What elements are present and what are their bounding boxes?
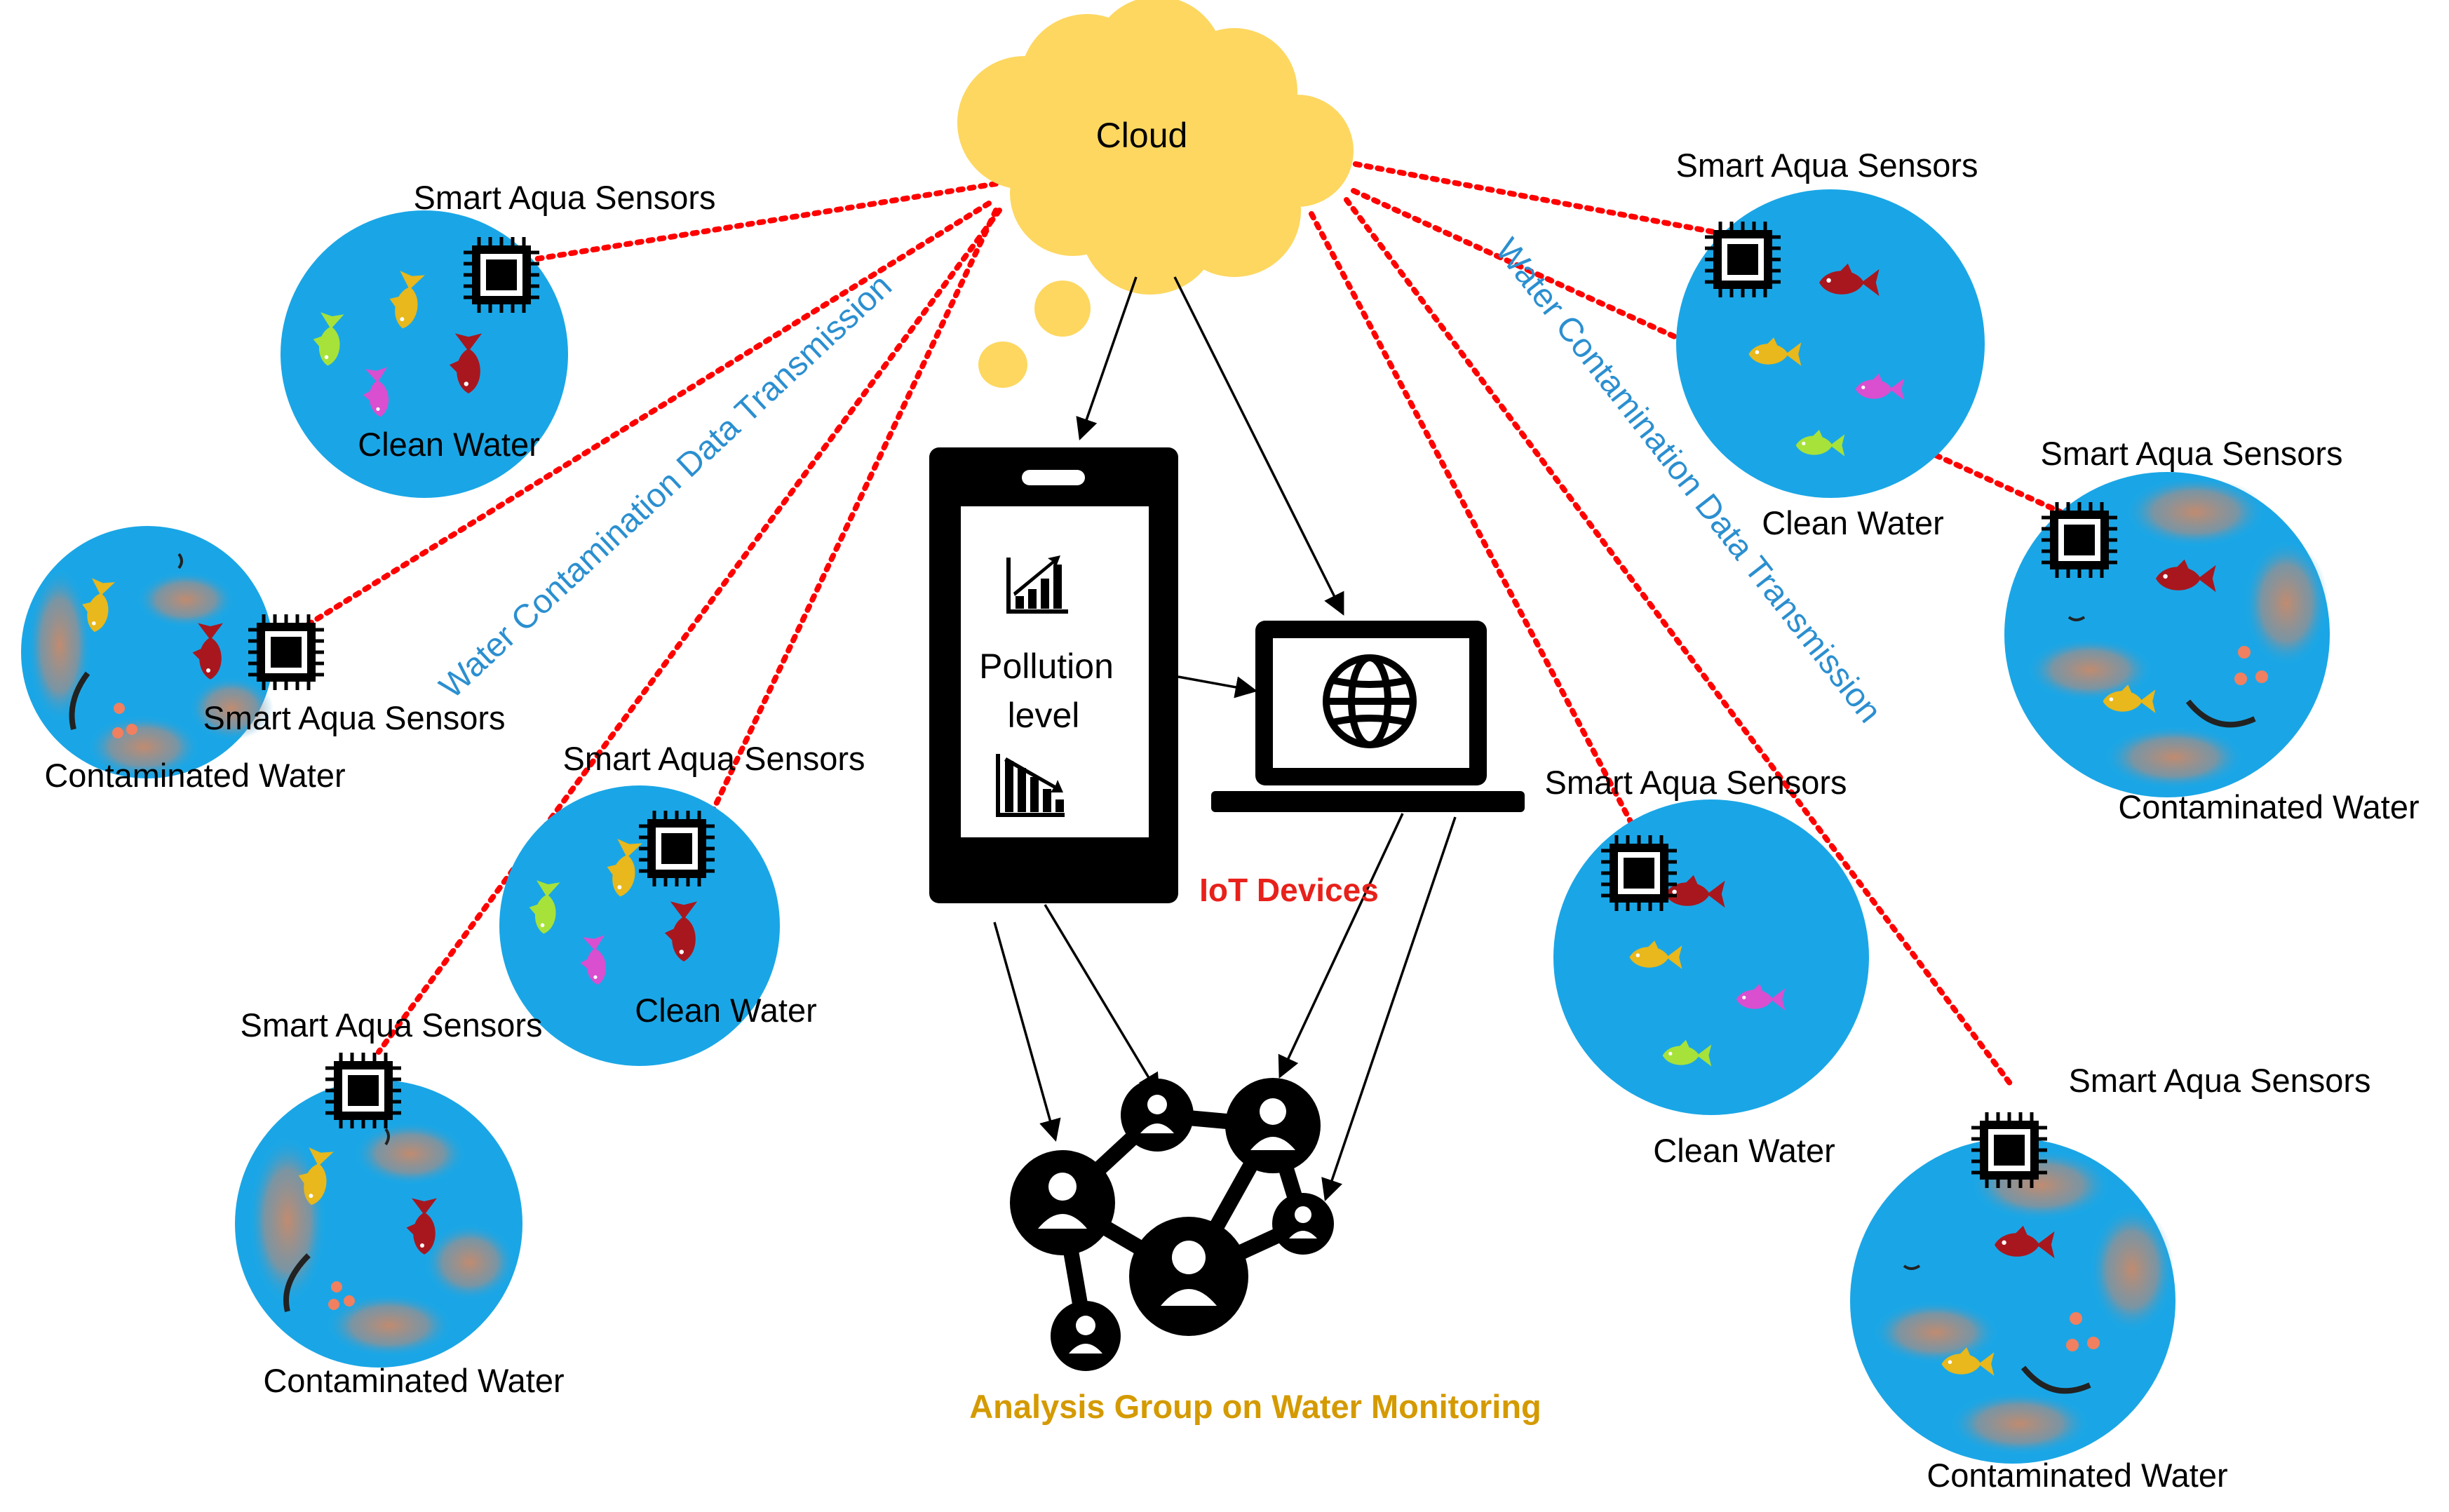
- pond-contaminated-6: [2004, 472, 2330, 797]
- pond-contaminated-4: [235, 1053, 522, 1368]
- link-pond-2: [306, 201, 992, 627]
- sensor-chip-icon: [1705, 222, 1781, 297]
- person-node-4: [1272, 1193, 1334, 1255]
- sensor-chip-icon: [1971, 1112, 2047, 1188]
- pond-clean-3: [499, 785, 780, 1066]
- pond-clean-1: [281, 210, 568, 498]
- laptop-icon: [1211, 621, 1525, 812]
- pond-3-water-label: Clean Water: [635, 992, 816, 1029]
- link-pond-1: [530, 181, 999, 262]
- sensor-chip-icon: [639, 811, 715, 886]
- arrow-phone-laptop: [1178, 675, 1258, 698]
- pond-4-water-label: Contaminated Water: [263, 1362, 564, 1399]
- sensor-chip-icon: [2042, 502, 2117, 578]
- pond-2-water-label: Contaminated Water: [44, 757, 345, 794]
- arrow-laptop-network-2: [1321, 816, 1457, 1201]
- worm-icon: [2185, 699, 2256, 728]
- pond-6-sensor-label: Smart Aqua Sensors: [2040, 435, 2342, 472]
- pond-3-sensor-label: Smart Aqua Sensors: [562, 740, 865, 777]
- cloud-label: Cloud: [1096, 116, 1188, 155]
- analysis-group-label: Analysis Group on Water Monitoring: [969, 1388, 1541, 1425]
- smartphone-icon: [929, 447, 1178, 903]
- person-node-1: [1010, 1150, 1115, 1255]
- sensor-chip-icon: [1601, 835, 1677, 911]
- pond-5-water-label: Clean Water: [1762, 504, 1943, 541]
- cloud-icon: [957, 0, 1354, 388]
- pond-1-sensor-label: Smart Aqua Sensors: [413, 179, 715, 216]
- sensor-chip-icon: [248, 614, 324, 690]
- arrow-cloud-laptop: [1173, 276, 1344, 616]
- chart-up-icon: [1006, 555, 1068, 614]
- worm-icon: [69, 671, 90, 730]
- arrow-phone-network-2: [1044, 904, 1160, 1096]
- link-pond-3: [706, 208, 999, 823]
- pond-7-water-label: Clean Water: [1653, 1132, 1835, 1169]
- pond-contaminated-8: [1850, 1112, 2175, 1464]
- person-node-6: [1051, 1301, 1121, 1371]
- pond-4-sensor-label: Smart Aqua Sensors: [240, 1006, 542, 1044]
- arrow-laptop-network-1: [1278, 813, 1404, 1079]
- network-icon: [1010, 1078, 1334, 1371]
- pond-contaminated-2: [21, 526, 324, 778]
- person-node-2: [1121, 1079, 1194, 1152]
- iot-devices-label: IoT Devices: [1199, 872, 1379, 908]
- globe-icon: [1323, 654, 1417, 748]
- cloud-bubble-2: [978, 342, 1027, 388]
- pond-clean-7: [1553, 799, 1869, 1115]
- worm-icon: [283, 1253, 311, 1312]
- pond-7-sensor-label: Smart Aqua Sensors: [1544, 764, 1847, 801]
- chart-down-icon: [996, 754, 1065, 817]
- link-pond-7: [1309, 211, 1644, 844]
- person-node-5: [1129, 1217, 1248, 1336]
- sensor-chip-icon: [464, 237, 539, 313]
- pond-1-water-label: Clean Water: [358, 426, 539, 463]
- pond-2-sensor-label: Smart Aqua Sensors: [203, 699, 505, 736]
- phone-text-line2: level: [1008, 696, 1080, 735]
- person-node-3: [1225, 1078, 1321, 1173]
- pond-8-water-label: Contaminated Water: [1927, 1457, 2227, 1494]
- pond-clean-5: [1676, 189, 1985, 498]
- flow-arrows: [993, 276, 1457, 1201]
- phone-text-line1: Pollution: [979, 647, 1114, 686]
- sensor-chip-icon: [325, 1053, 401, 1128]
- arrow-phone-network-1: [993, 922, 1061, 1142]
- link-pond-5: [1309, 153, 1721, 236]
- pond-5-sensor-label: Smart Aqua Sensors: [1675, 147, 1978, 184]
- worm-icon: [2020, 1365, 2091, 1394]
- pond-8-sensor-label: Smart Aqua Sensors: [2068, 1062, 2370, 1099]
- pond-6-water-label: Contaminated Water: [2118, 788, 2419, 825]
- link-pond-4: [376, 208, 1002, 1055]
- link-pond-8: [1344, 197, 2016, 1090]
- cloud-bubble-1: [1034, 281, 1091, 337]
- arrow-cloud-phone: [1076, 276, 1138, 440]
